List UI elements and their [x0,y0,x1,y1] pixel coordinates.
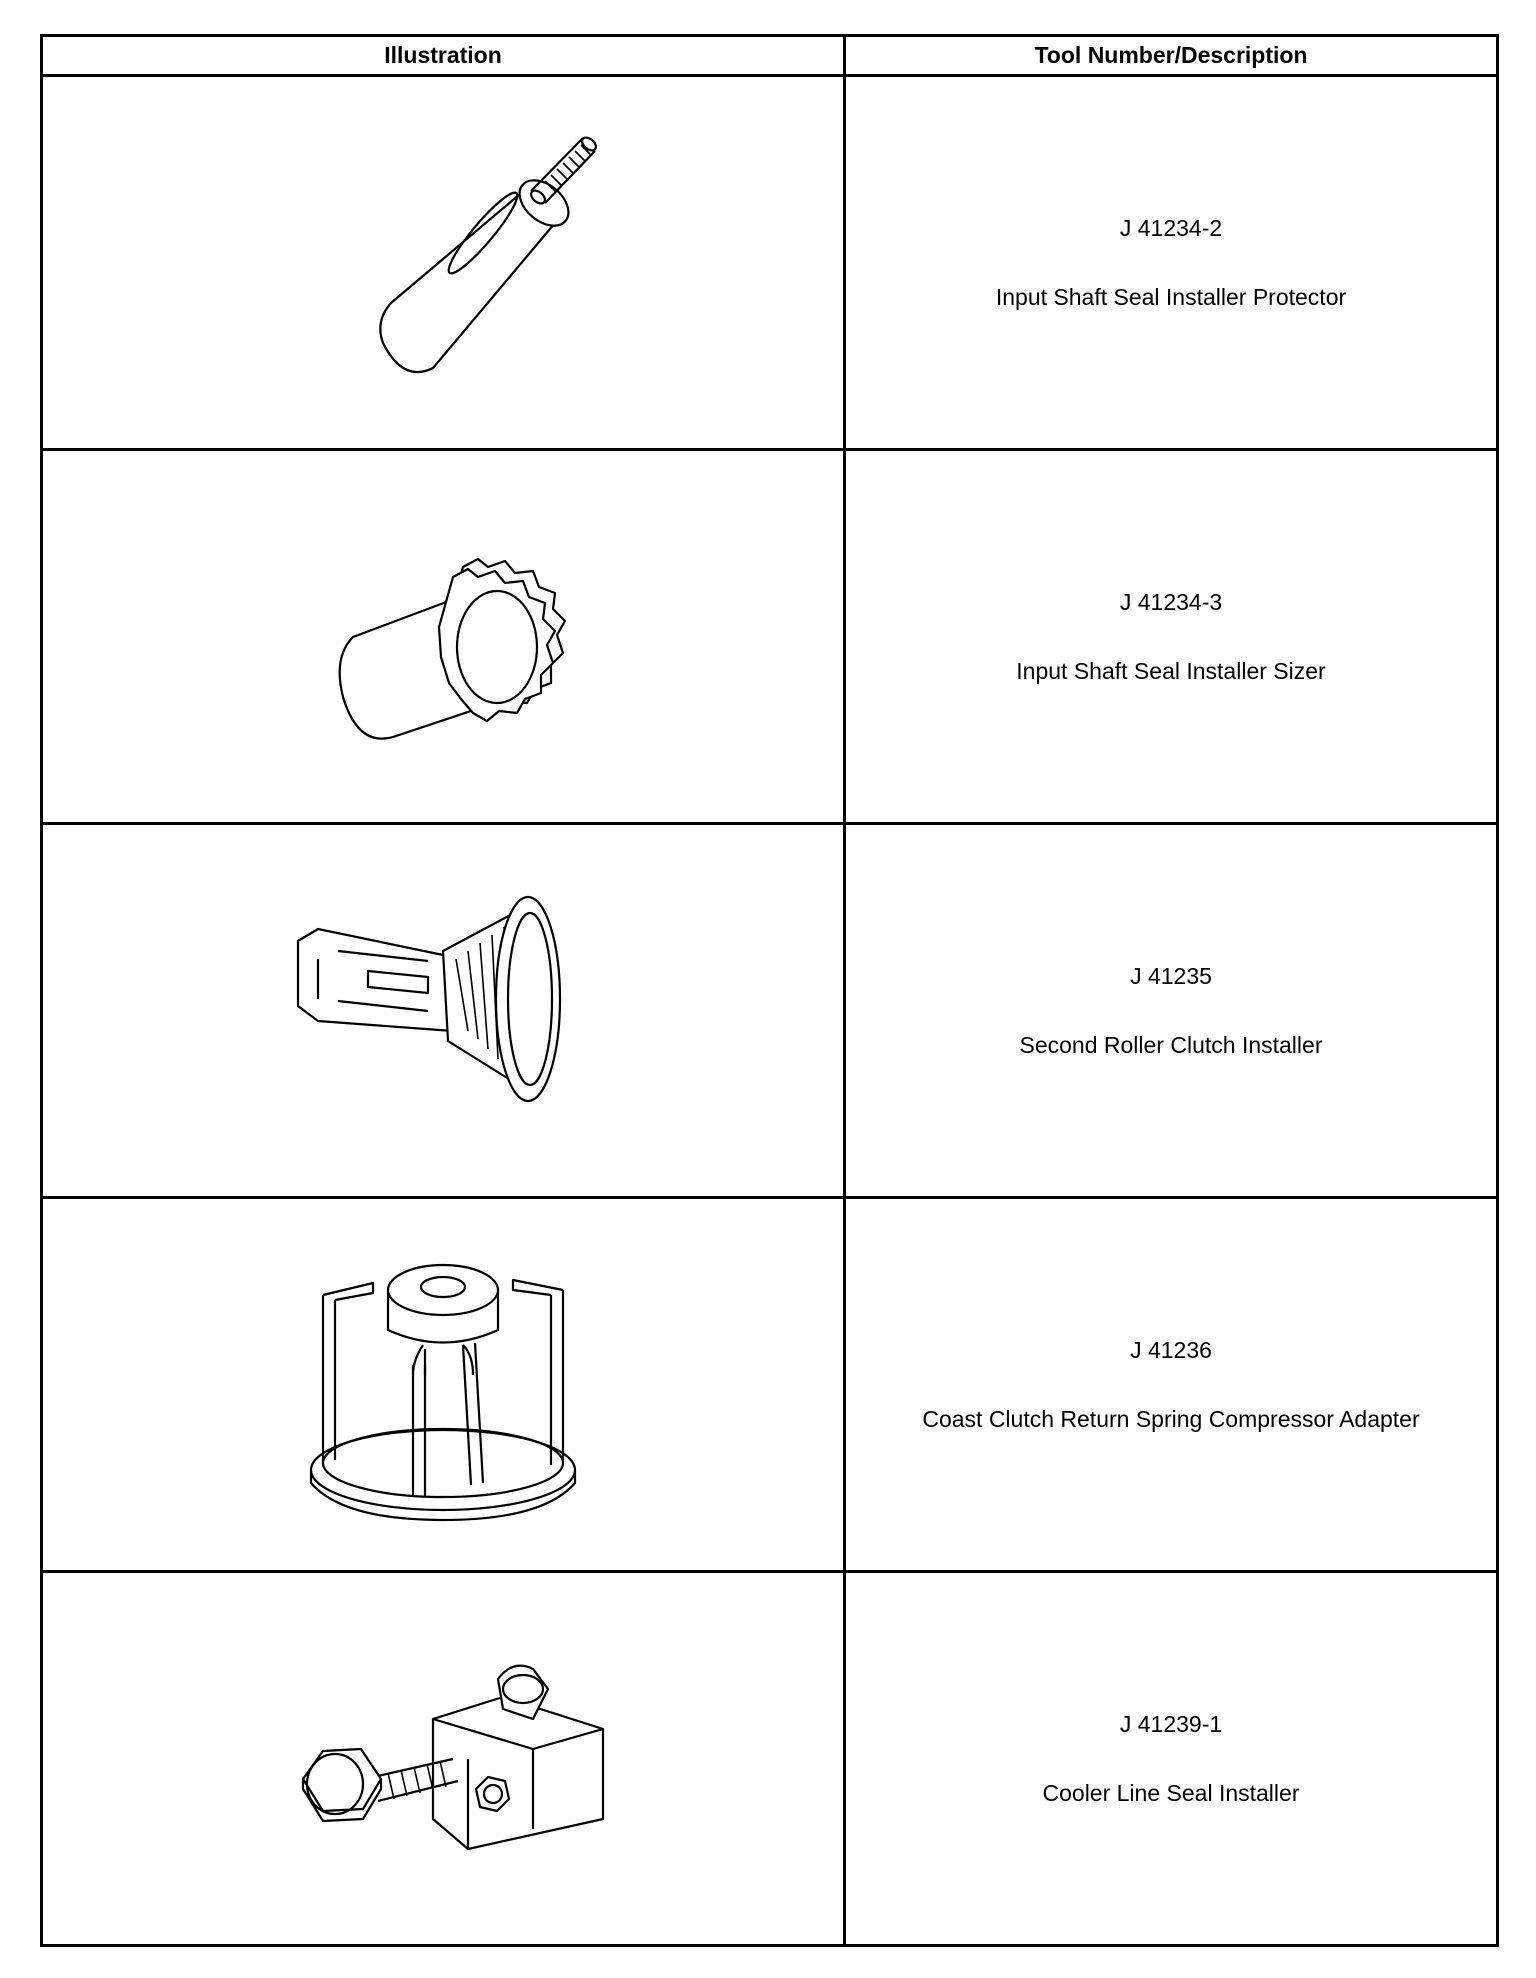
illustration-cell [40,1196,846,1573]
table-row: J 41239-1 Cooler Line Seal Installer [40,1570,1499,1947]
illustration-cell [40,74,846,451]
roller-clutch-installer-icon [296,895,562,1102]
cooler-line-seal-installer-icon [301,1664,605,1850]
tool-name: Input Shaft Seal Installer Protector [995,283,1347,310]
illustration-cell [40,448,846,825]
description-cell: J 41234-2 Input Shaft Seal Installer Pro… [843,74,1499,451]
tool-number: J 41239-1 [1119,1710,1223,1737]
table-row: J 41235 Second Roller Clutch Installer [40,822,1499,1199]
seal-installer-protector-icon [379,135,598,373]
description-cell: J 41235 Second Roller Clutch Installer [843,822,1499,1199]
header-illustration: Illustration [40,34,846,77]
tool-name: Cooler Line Seal Installer [1042,1779,1300,1806]
seal-installer-sizer-icon [338,557,567,740]
tool-number: J 41234-3 [1119,588,1223,615]
tool-name: Input Shaft Seal Installer Sizer [1016,657,1326,684]
table-row: J 41234-2 Input Shaft Seal Installer Pro… [40,74,1499,451]
illustration-cell [40,822,846,1199]
table-row: J 41236 Coast Clutch Return Spring Compr… [40,1196,1499,1573]
tool-name: Second Roller Clutch Installer [1019,1031,1323,1058]
spring-compressor-adapter-icon [309,1263,577,1521]
description-cell: J 41236 Coast Clutch Return Spring Compr… [843,1196,1499,1573]
tool-number: J 41234-2 [1119,214,1223,241]
tool-number: J 41235 [1130,962,1212,989]
description-cell: J 41234-3 Input Shaft Seal Installer Siz… [843,448,1499,825]
table-header-row: Illustration Tool Number/Description [40,34,1499,77]
header-description: Tool Number/Description [843,34,1499,77]
illustration-cell [40,1570,846,1947]
tool-number: J 41236 [1130,1336,1212,1363]
tool-table: Illustration Tool Number/Description [40,34,1499,1947]
tool-name: Coast Clutch Return Spring Compressor Ad… [922,1405,1420,1432]
description-cell: J 41239-1 Cooler Line Seal Installer [843,1570,1499,1947]
table-row: J 41234-3 Input Shaft Seal Installer Siz… [40,448,1499,825]
